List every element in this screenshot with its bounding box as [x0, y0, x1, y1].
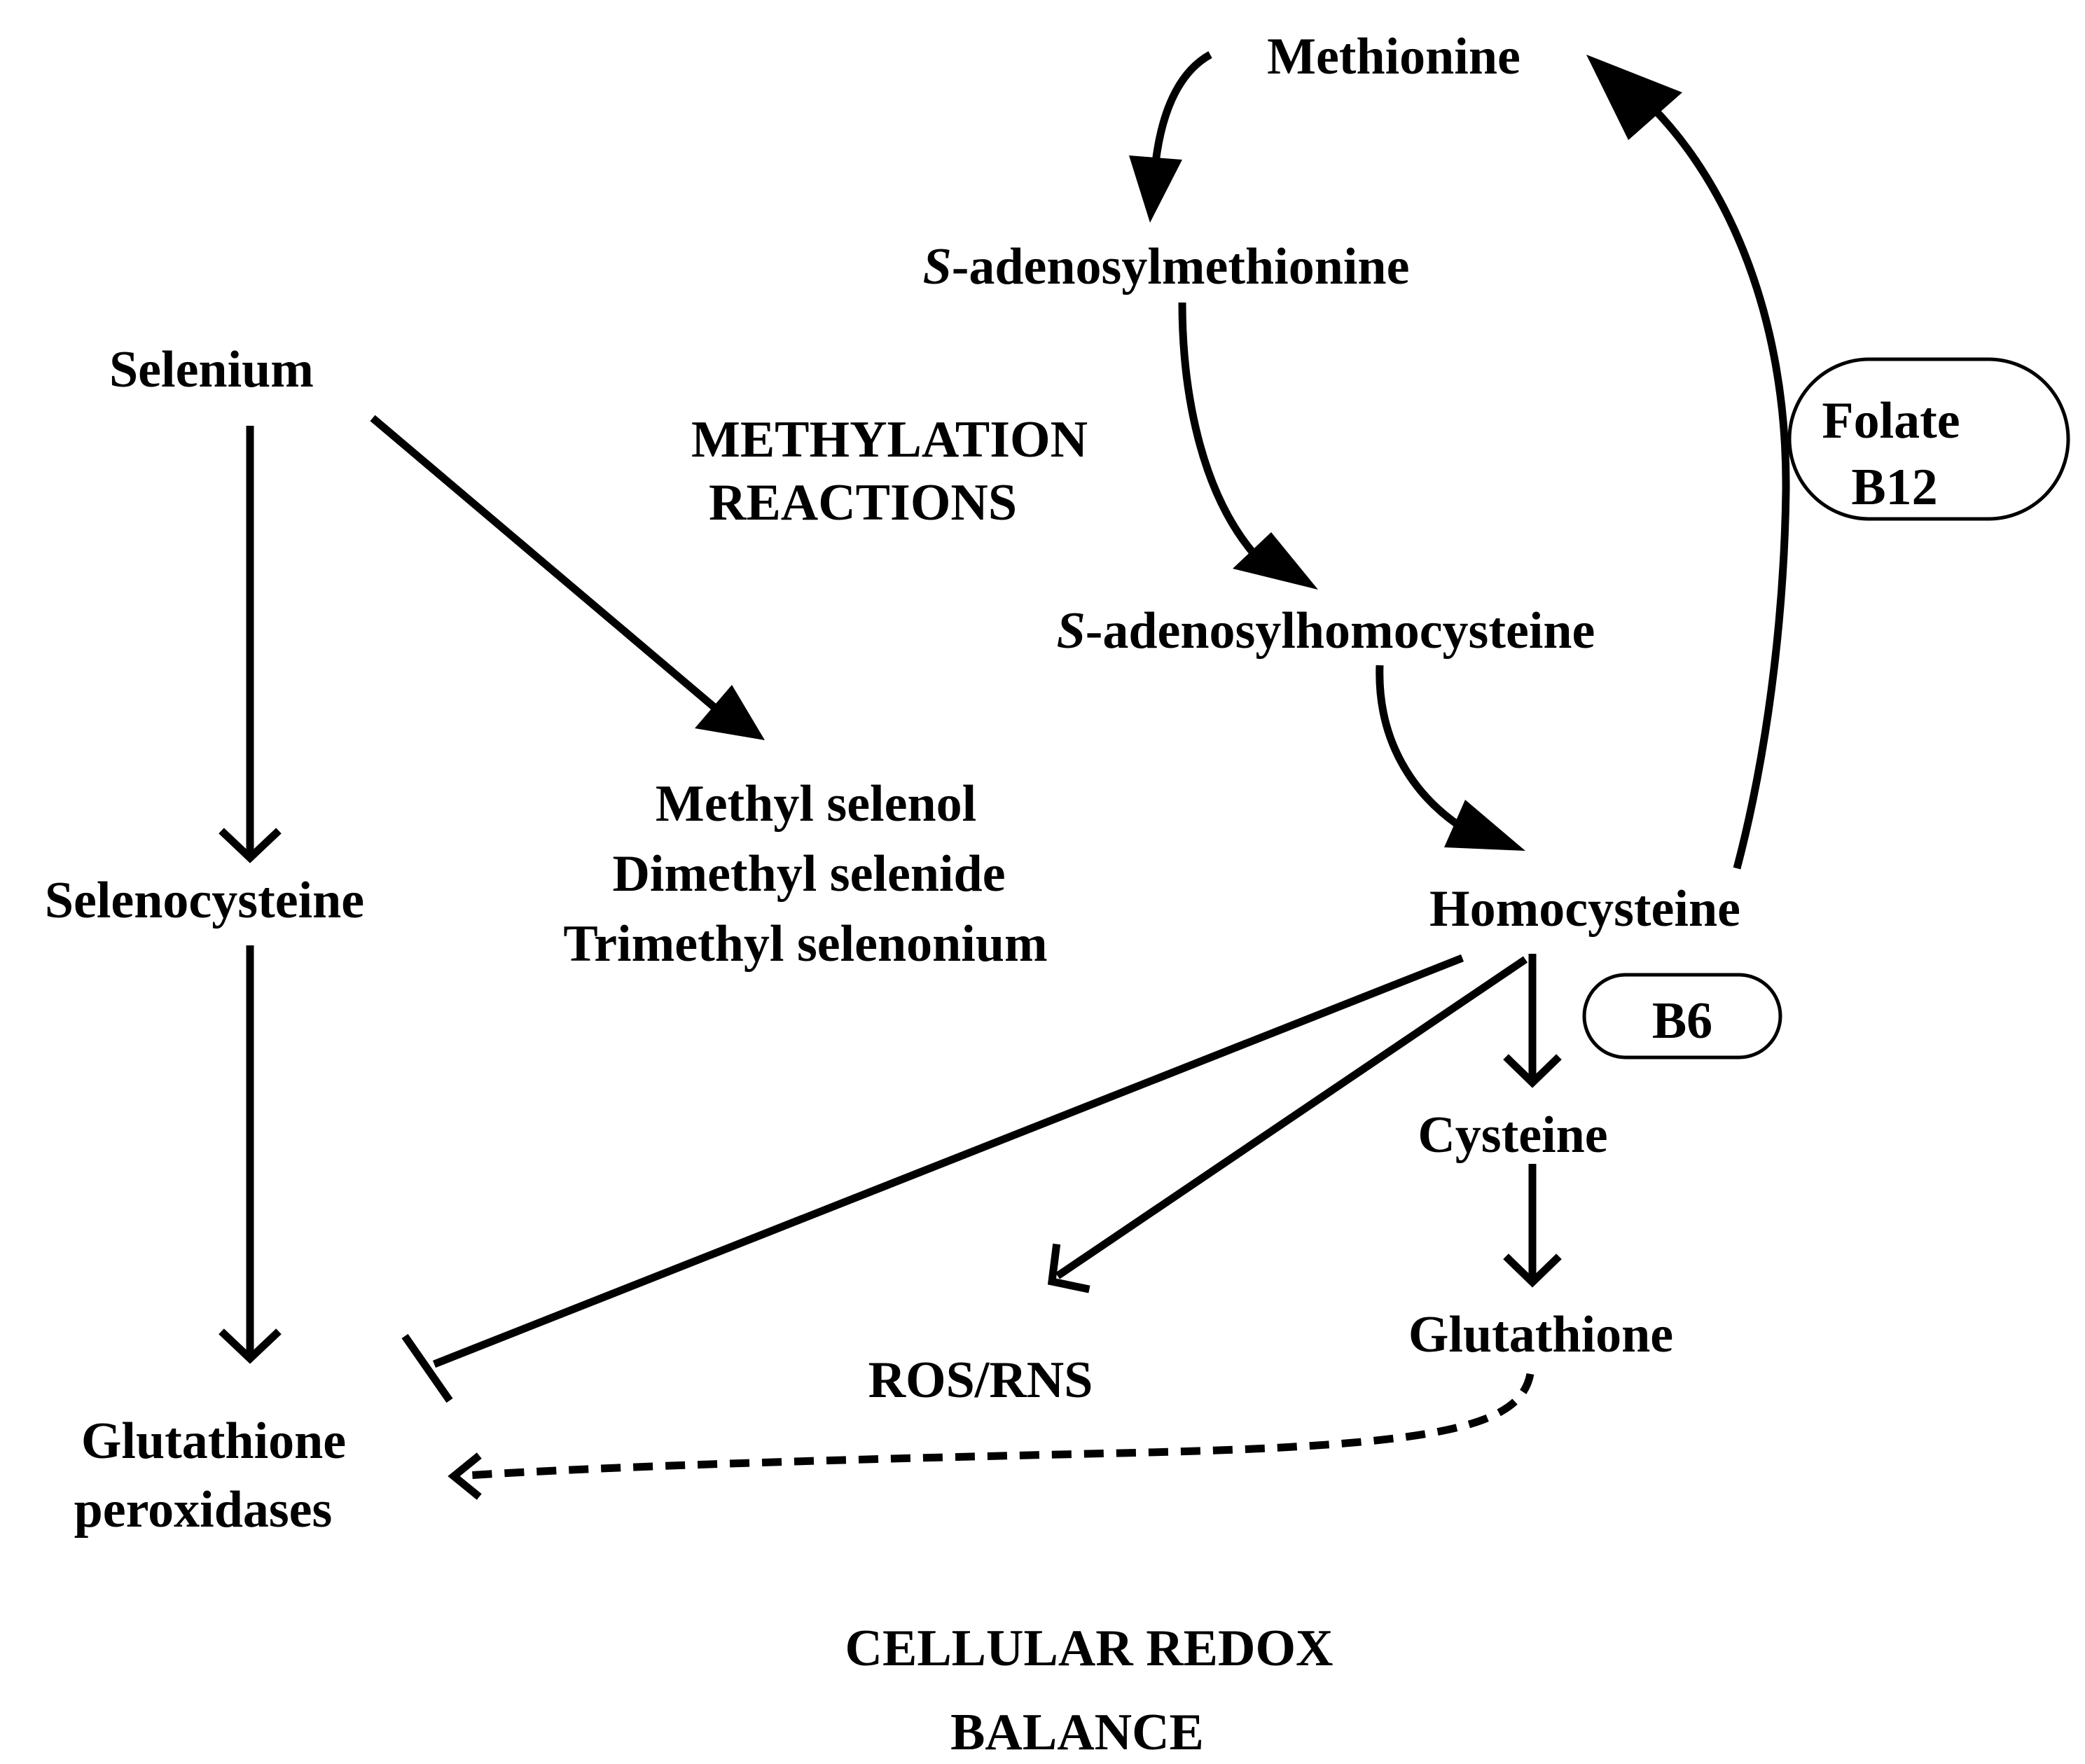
label-cellular-redox-balance-line1: CELLULAR REDOX [845, 1620, 1334, 1677]
node-glutathione-peroxidases-line2: peroxidases [74, 1481, 333, 1539]
node-cysteine: Cysteine [1418, 1106, 1607, 1164]
cofactor-b6-label: B6 [1652, 992, 1712, 1050]
node-methyl-selenol: Methyl selenol [656, 775, 976, 833]
node-s-adenosylmethionine: S-adenosylmethionine [923, 238, 1410, 296]
arrow-methionine-to-sam [1129, 51, 1212, 223]
node-selenium: Selenium [109, 341, 314, 398]
cofactor-folate-b12: Folate B12 [1787, 357, 2070, 521]
cofactor-b12: B12 [1851, 459, 1937, 516]
arrow-sah-to-homocysteine [1376, 665, 1525, 851]
arrow-selenium-to-methylated-metabolites [370, 415, 765, 740]
arrow-selenium-to-selenocysteine [219, 426, 282, 863]
node-glutathione: Glutathione [1408, 1306, 1673, 1363]
arrow-homocysteine-to-methionine [1586, 55, 1790, 870]
arrow-homocysteine-to-ros-rns [1047, 956, 1528, 1293]
cofactor-folate-b12-box [1787, 357, 2070, 521]
label-methylation-reactions-line2: REACTIONS [709, 474, 1017, 532]
cofactor-b6-box [1582, 973, 1782, 1060]
node-methionine: Methionine [1267, 28, 1521, 85]
node-glutathione-peroxidases-line1: Glutathione [81, 1412, 346, 1470]
node-homocysteine: Homocysteine [1429, 880, 1740, 938]
label-cellular-redox-balance-line2: BALANCE [950, 1704, 1204, 1761]
arrow-cysteine-to-glutathione [1503, 1164, 1562, 1288]
node-ros-rns: ROS/RNS [868, 1352, 1093, 1409]
cofactor-b6: B6 [1582, 973, 1782, 1060]
arrow-homocysteine-to-cysteine [1503, 954, 1562, 1088]
cofactor-folate: Folate [1822, 392, 1960, 450]
arrow-selenocysteine-to-gpx [219, 945, 282, 1364]
arrow-sam-to-sah [1178, 302, 1318, 590]
node-selenocysteine: Selenocysteine [45, 872, 364, 929]
arrow-glutathione-to-gpx-dashed [448, 1373, 1535, 1500]
inhibition-homocysteine-gpx [401, 954, 1464, 1403]
node-dimethyl-selenide: Dimethyl selenide [612, 845, 1005, 903]
node-s-adenosylhomocysteine: S-adenosylhomocysteine [1057, 602, 1595, 660]
node-trimethyl-selenonium: Trimethyl selenonium [563, 915, 1047, 973]
label-methylation-reactions-line1: METHYLATION [691, 411, 1088, 468]
